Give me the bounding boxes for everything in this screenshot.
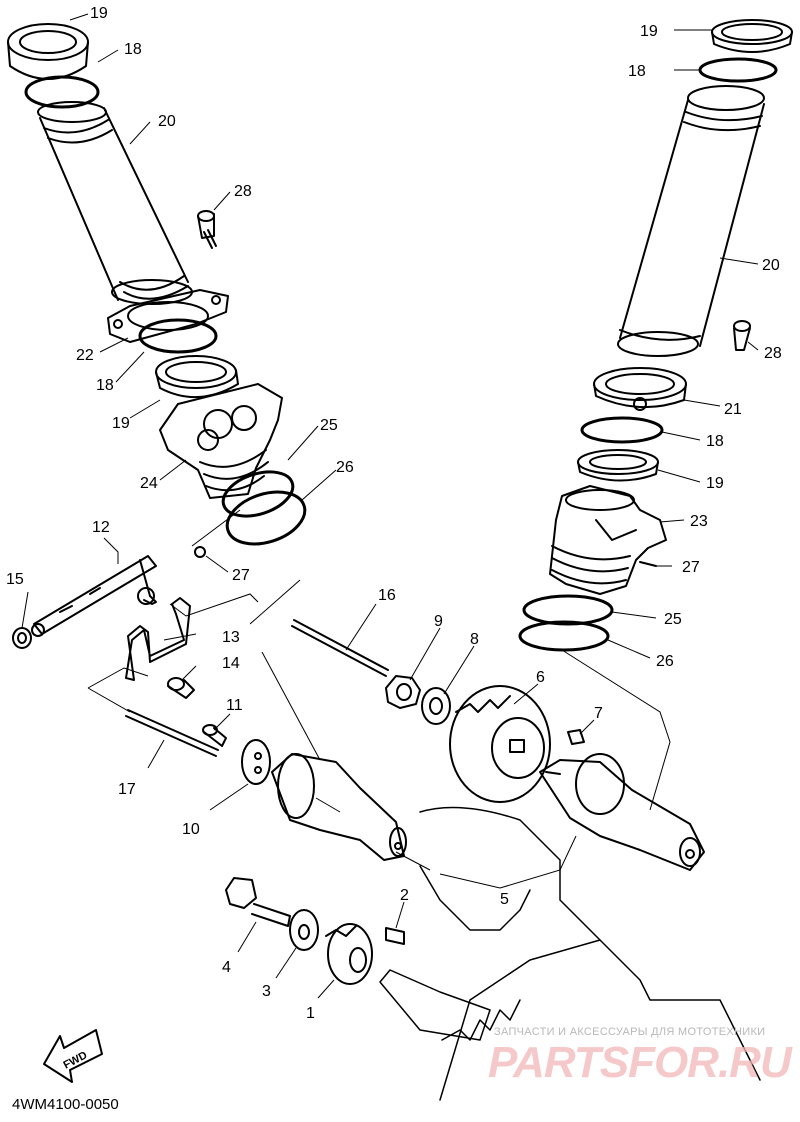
callout-14: 14 bbox=[222, 655, 240, 672]
callout-16: 16 bbox=[378, 587, 396, 604]
callout-19-left-mid: 19 bbox=[112, 415, 130, 432]
part-cap-19-left bbox=[7, 23, 89, 80]
callout-13: 13 bbox=[222, 629, 240, 646]
part-oring-18-left-top bbox=[24, 75, 100, 109]
callout-26-left: 26 bbox=[336, 459, 354, 476]
callout-15: 15 bbox=[6, 571, 24, 588]
part-plate-13 bbox=[125, 597, 191, 681]
part-housing-23 bbox=[549, 485, 667, 595]
part-oring-26-right bbox=[518, 620, 610, 652]
part-rod-17 bbox=[125, 709, 219, 757]
callout-1: 1 bbox=[306, 1005, 315, 1022]
fwd-arrow-icon bbox=[43, 1029, 103, 1083]
part-bolt-28-right bbox=[733, 320, 751, 351]
callout-25-left: 25 bbox=[320, 417, 338, 434]
callout-22: 22 bbox=[76, 347, 94, 364]
part-washer-3 bbox=[289, 909, 319, 951]
callout-18-left-top: 18 bbox=[124, 41, 142, 58]
watermark-subtitle: ЗАПЧАСТИ И АКСЕССУАРЫ ДЛЯ МОТОТЕХНИКИ bbox=[494, 1026, 766, 1038]
callout-19-right-mid: 19 bbox=[706, 475, 724, 492]
callout-21: 21 bbox=[724, 401, 742, 418]
callout-10: 10 bbox=[182, 821, 200, 838]
callout-28-right: 28 bbox=[764, 345, 782, 362]
callout-8: 8 bbox=[470, 631, 479, 648]
part-engine-outline bbox=[379, 806, 761, 1101]
part-seal-19-right bbox=[577, 449, 659, 482]
part-oring-18-right-top bbox=[698, 57, 778, 83]
callout-2: 2 bbox=[400, 887, 409, 904]
callout-11: 11 bbox=[226, 697, 243, 714]
part-bolt-4 bbox=[225, 877, 291, 927]
part-oring-26-left bbox=[225, 490, 307, 546]
part-housing-24 bbox=[159, 383, 283, 499]
part-cap-19-right bbox=[711, 19, 793, 53]
part-bracket-22 bbox=[107, 289, 229, 343]
callout-19-left-top: 19 bbox=[90, 5, 108, 22]
part-tube-20-left bbox=[37, 101, 193, 305]
callout-28-left: 28 bbox=[234, 183, 252, 200]
watermark-brand[interactable]: PARTSFOR.RU bbox=[488, 1038, 792, 1087]
part-tube-20-right bbox=[617, 85, 765, 357]
part-key-2 bbox=[385, 927, 405, 945]
part-oring-25-right bbox=[522, 594, 614, 626]
callout-labels: 19 18 20 28 22 18 19 24 25 26 27 19 18 2… bbox=[6, 5, 782, 1072]
callout-23: 23 bbox=[690, 513, 708, 530]
part-rod-16 bbox=[291, 619, 389, 677]
callout-5: 5 bbox=[500, 891, 509, 908]
part-camshaft-left bbox=[271, 753, 407, 861]
part-seal-19-left bbox=[155, 355, 239, 398]
callout-6: 6 bbox=[536, 669, 545, 686]
callout-7: 7 bbox=[594, 705, 603, 722]
callout-4: 4 bbox=[222, 959, 231, 976]
callout-19-right-top: 19 bbox=[640, 23, 658, 40]
callout-27-right: 27 bbox=[682, 559, 700, 576]
part-washer-15 bbox=[12, 627, 32, 649]
part-pin-27-right bbox=[639, 561, 657, 567]
part-pin-27-left bbox=[194, 546, 206, 558]
part-oring-25-left bbox=[221, 470, 295, 518]
part-oring-18-right-mid bbox=[580, 416, 664, 444]
callout-12: 12 bbox=[92, 519, 110, 536]
callout-9: 9 bbox=[434, 613, 443, 630]
part-washer-8 bbox=[421, 687, 451, 725]
callout-18-left-mid: 18 bbox=[96, 377, 114, 394]
callout-26-right: 26 bbox=[656, 653, 674, 670]
part-gear-1 bbox=[325, 923, 373, 985]
callout-25-right: 25 bbox=[664, 611, 682, 628]
callout-18-right-mid: 18 bbox=[706, 433, 724, 450]
part-bolt-11 bbox=[202, 724, 227, 747]
callout-20-left: 20 bbox=[158, 113, 176, 130]
callout-24: 24 bbox=[140, 475, 158, 492]
leader-lines bbox=[21, 13, 759, 999]
part-oring-18-left-mid bbox=[138, 318, 218, 354]
part-bolt-28-left bbox=[197, 210, 217, 249]
callout-18-right-top: 18 bbox=[628, 63, 646, 80]
part-plate-10 bbox=[241, 739, 271, 785]
part-cap-21 bbox=[593, 367, 687, 411]
callout-3: 3 bbox=[262, 983, 271, 1000]
callout-17: 17 bbox=[118, 781, 136, 798]
part-bolt-14 bbox=[167, 677, 195, 699]
callout-20-right: 20 bbox=[762, 257, 780, 274]
part-key-7 bbox=[567, 729, 585, 745]
callout-27-left: 27 bbox=[232, 567, 250, 584]
part-camshaft-right bbox=[539, 753, 705, 871]
part-nut-9 bbox=[385, 675, 421, 709]
part-gear-6 bbox=[449, 685, 551, 803]
part-shaft-12 bbox=[31, 555, 157, 637]
diagram-code: 4WM4100-0050 bbox=[12, 1096, 119, 1113]
